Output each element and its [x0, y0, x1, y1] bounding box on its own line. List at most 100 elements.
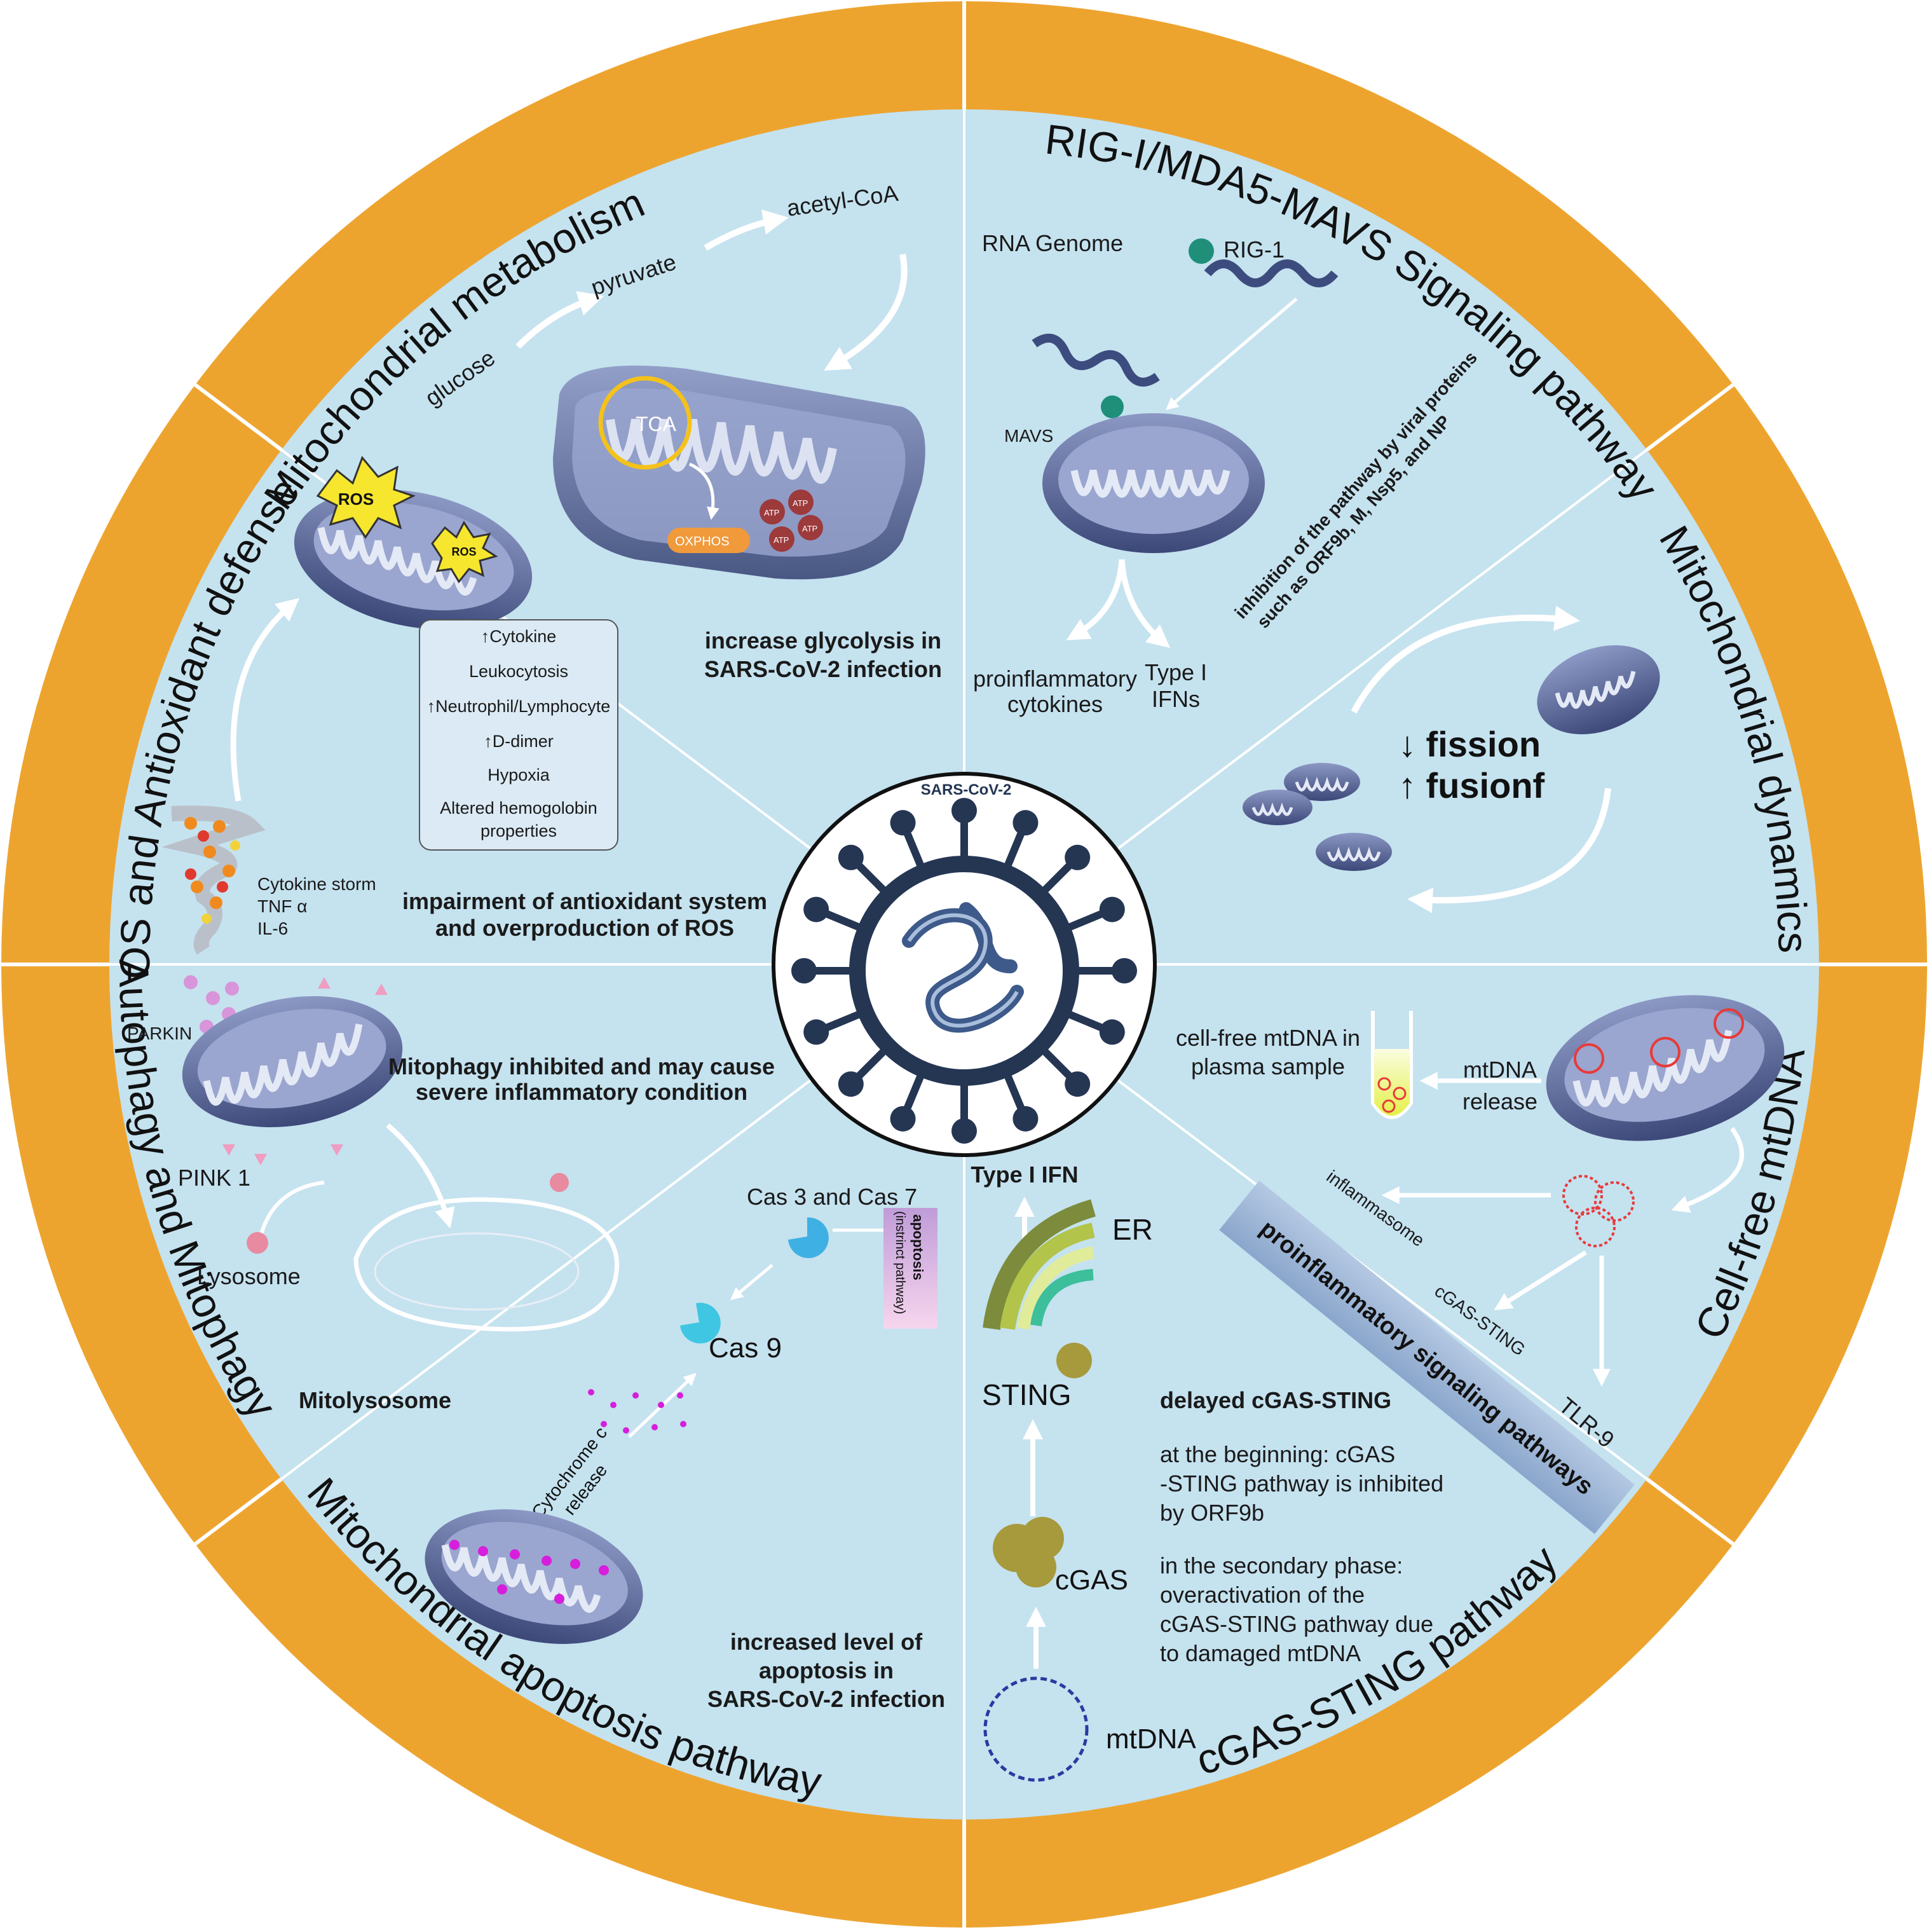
- cas37-protein: [788, 1217, 829, 1258]
- lysosome-dot: [247, 1232, 268, 1254]
- sector-divider: [280, 1078, 813, 1481]
- cgas-phase2-line3: cGAS-STING pathway due: [1160, 1611, 1433, 1637]
- type-i-label: Type I: [1145, 659, 1207, 685]
- tca-label: TCA: [636, 413, 677, 435]
- ros-burst-small: [431, 521, 498, 584]
- metabolism-panel: glucose pyruvate acetyl-CoA TCA OXPHOS A…: [420, 180, 942, 682]
- mitophagy-caption-line1: Mitophagy inhibited and may cause: [388, 1053, 775, 1079]
- atp-molecules: ATP ATP ATP ATP: [760, 490, 823, 552]
- metabolism-mitochondrion: TCA OXPHOS ATP ATP ATP ATP: [553, 366, 925, 580]
- cgas-phase2-line2: overactivation of the: [1160, 1582, 1365, 1608]
- svg-text:ATP: ATP: [802, 524, 817, 533]
- rig1-label: RIG-1: [1224, 236, 1285, 263]
- cellfree-label-line1: cell-free mtDNA in: [1176, 1025, 1360, 1051]
- ros-indicator-item: Leukocytosis: [469, 662, 568, 681]
- free-mtdna-circles: [1562, 1175, 1635, 1247]
- ros-indicator-item: properties: [481, 821, 557, 840]
- ros-label-small: ROS: [451, 545, 476, 558]
- mavs-label: MAVS: [1004, 426, 1053, 446]
- fusion-label: ↑ fusionf: [1398, 765, 1545, 805]
- mtdna-label: mtDNA: [1106, 1723, 1196, 1755]
- er-label: ER: [1112, 1213, 1153, 1246]
- metabolism-caption-line1: increase glycolysis in: [705, 627, 941, 654]
- cas37-label: Cas 3 and Cas 7: [747, 1184, 917, 1210]
- apoptosis-caption-line3: SARS-CoV-2 infection: [707, 1686, 945, 1712]
- lysosome-dot-2: [550, 1173, 569, 1192]
- mitophagy-caption-line2: severe inflammatory condition: [416, 1079, 747, 1105]
- apoptosis-panel: Cas 3 and Cas 7 apoptosis (instrinct pat…: [425, 1184, 945, 1712]
- ros-panel: ROS ROS ↑CytokineLeukocytosis↑Neutrophil…: [161, 456, 767, 955]
- oxphos-pill: [667, 528, 750, 553]
- cgas-protein: [993, 1517, 1064, 1587]
- apoptosis-caption-line1: increased level of: [730, 1629, 923, 1655]
- center-disc: [772, 772, 1157, 1157]
- cytokine-storm-icon: [161, 805, 266, 955]
- cgas-phase2-line4: to damaged mtDNA: [1160, 1640, 1361, 1666]
- ros-label-large: ROS: [338, 490, 374, 509]
- apoptosis-label: apoptosis: [910, 1214, 926, 1280]
- rna-strand-top: [1204, 259, 1339, 287]
- svg-text:ATP: ATP: [793, 498, 808, 508]
- dynamics-big-mito: [1537, 645, 1660, 735]
- autophagy-panel: PARKIN PINK 1 Lysosome Mitolysosome Mito…: [127, 975, 775, 1413]
- cytokines-label: cytokines: [1007, 691, 1103, 717]
- rna-strand-bottom: [1032, 334, 1160, 387]
- dynamics-panel: ↓ fission ↑ fusionf: [1243, 605, 1660, 914]
- parkin-dots: [184, 975, 239, 1034]
- center-virus-label: SARS-CoV-2: [921, 781, 1012, 798]
- arrow-acetyl-mito: [824, 254, 908, 371]
- mitolysosome-label: Mitolysosome: [299, 1387, 451, 1413]
- rig1-protein: [1189, 238, 1214, 264]
- cellfree-mitochondrion: [1546, 995, 1785, 1141]
- cgas-phase1-line3: by ORF9b: [1160, 1500, 1264, 1526]
- cas9-protein: [680, 1303, 721, 1344]
- type-i-ifn-label: Type I IFN: [971, 1161, 1078, 1188]
- parkin-label: PARKIN: [127, 1024, 192, 1043]
- intrinsic-pathway-label: (instrinct pathway): [893, 1211, 907, 1314]
- lysosome-label: Lysosome: [197, 1263, 301, 1289]
- cgas-phase1-line1: at the beginning: cGAS: [1160, 1441, 1395, 1467]
- ros-indicator-item: ↑D-dimer: [484, 732, 554, 751]
- rna-genome-label: RNA Genome: [982, 230, 1123, 256]
- ifns-label: IFNs: [1152, 686, 1200, 712]
- arrow-pyruvate-acetyl: [704, 209, 789, 251]
- rig-mitochondrion: [1042, 413, 1265, 553]
- ring-divider: [194, 383, 283, 451]
- mtdna-circle: [983, 1676, 1089, 1782]
- fission-label: ↓ fission: [1398, 724, 1541, 764]
- rig1-bound: [1101, 395, 1124, 418]
- autophagy-mitochondrion: [182, 977, 403, 1165]
- cgas-phase2-line1: in the secondary phase:: [1160, 1552, 1403, 1579]
- apoptosis-mitochondrion: [425, 1509, 643, 1644]
- cgas-label: cGAS: [1055, 1565, 1128, 1596]
- sting-label: STING: [982, 1378, 1072, 1411]
- arrow-glucose-pyruvate: [515, 291, 604, 349]
- mitolysosome: [353, 1197, 620, 1332]
- tnf-label: TNF α: [257, 896, 307, 916]
- mtdna-release-line1: mtDNA: [1463, 1057, 1537, 1083]
- cgas-phase1-line2: -STING pathway is inhibited: [1160, 1470, 1443, 1497]
- fusion-arrow: [1407, 788, 1611, 914]
- plasma-tube: [1371, 1011, 1413, 1120]
- ros-indicator-item: Hypoxia: [487, 765, 550, 784]
- er-organelle: [983, 1199, 1096, 1378]
- ros-indicator-box: [419, 619, 618, 851]
- cellfree-label-line2: plasma sample: [1191, 1053, 1345, 1079]
- ros-caption-line2: and overproduction of ROS: [435, 915, 734, 941]
- il6-label: IL-6: [257, 919, 288, 938]
- ring-divider: [1646, 383, 1735, 451]
- pink1-label: PINK 1: [178, 1165, 250, 1191]
- ros-burst-large: [316, 456, 416, 539]
- ring-divider: [1646, 1477, 1735, 1546]
- delayed-cgas-title: delayed cGAS-STING: [1160, 1387, 1391, 1413]
- svg-text:ATP: ATP: [764, 508, 779, 517]
- mtdna-release-line2: release: [1462, 1088, 1537, 1114]
- metabolism-caption-line2: SARS-CoV-2 infection: [704, 656, 942, 682]
- cas9-label: Cas 9: [709, 1333, 782, 1364]
- proinflammatory-label: proinflammatory: [973, 666, 1137, 692]
- sars-cov-2-virus: [791, 798, 1137, 1144]
- ros-indicator-lines: ↑CytokineLeukocytosis↑Neutrophil/Lymphoc…: [427, 627, 611, 840]
- ros-indicator-item: ↑Cytokine: [481, 627, 557, 646]
- svg-text:ATP: ATP: [774, 535, 789, 545]
